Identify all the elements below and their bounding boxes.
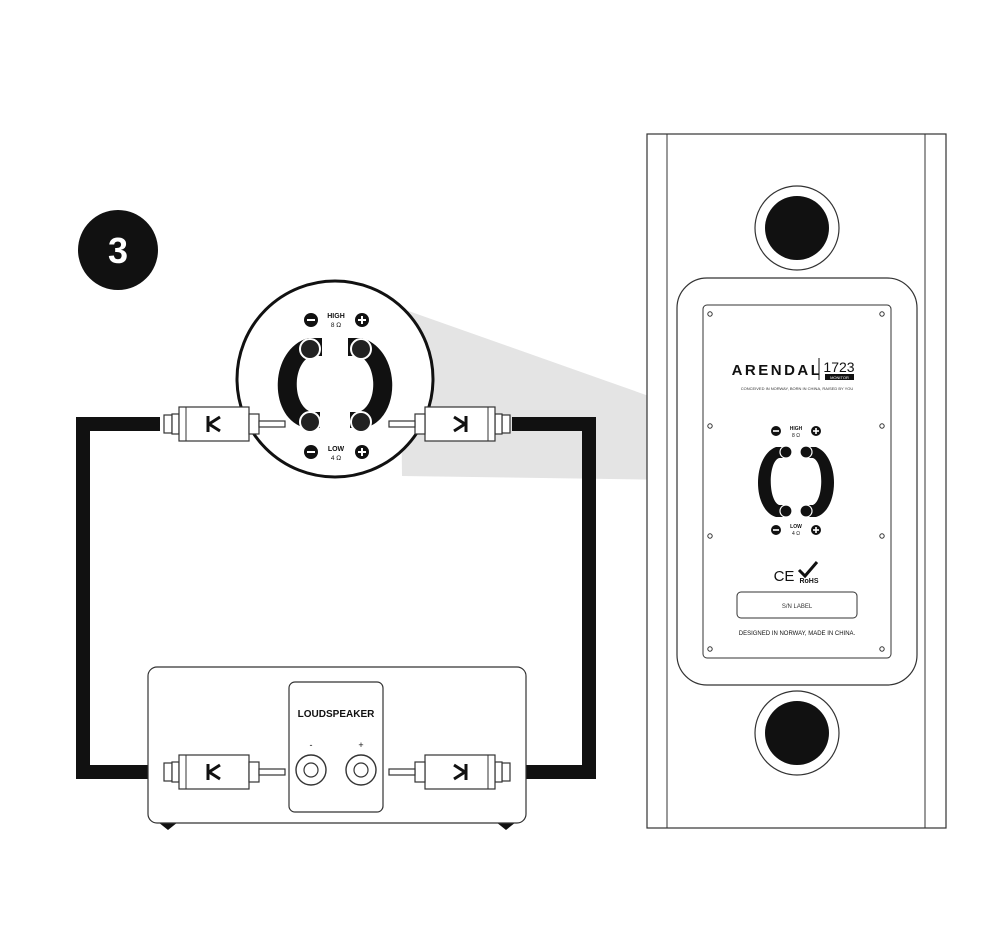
step-badge: 3 — [78, 210, 158, 290]
high-ohm: 8 Ω — [331, 322, 341, 329]
low-ohm: 4 Ω — [331, 455, 341, 462]
speaker-rear: ARENDAL 1723 MONITOR CONCEIVED IN NORWAY… — [646, 133, 947, 829]
svg-text:HIGH: HIGH — [790, 426, 803, 432]
svg-text:-: - — [310, 740, 313, 750]
step-number: 3 — [108, 230, 128, 271]
speaker-cables — [76, 417, 596, 779]
svg-text:S/N LABEL: S/N LABEL — [782, 604, 813, 610]
tagline: CONCEIVED IN NORWAY, BORN IN CHINA, RAIS… — [741, 386, 854, 391]
svg-text:+: + — [358, 740, 363, 750]
made-in-text: DESIGNED IN NORWAY, MADE IN CHINA. — [739, 631, 856, 637]
model-subtitle: MONITOR — [830, 375, 849, 380]
high-label: HIGH — [327, 313, 345, 320]
terminal-zoom-view: HIGH 8 Ω LOW 4 Ω — [235, 279, 435, 479]
ce-mark: CE — [774, 568, 795, 585]
rohs-mark: RoHS — [799, 578, 818, 585]
terminal-plate — [702, 304, 892, 659]
svg-text:LOW: LOW — [790, 524, 802, 530]
svg-text:8 Ω: 8 Ω — [792, 433, 800, 439]
amplifier: LOUDSPEAKER - + — [147, 666, 527, 830]
model-number: 1723 — [823, 359, 854, 375]
loudspeaker-output-panel — [288, 681, 384, 813]
brand-logo: ARENDAL — [732, 362, 823, 379]
low-label: LOW — [328, 446, 345, 453]
svg-text:4 Ω: 4 Ω — [792, 531, 800, 537]
terminal-block-small: HIGH 8 Ω LOW 4 Ω — [758, 426, 834, 537]
rohs-check-icon — [797, 561, 819, 579]
serial-number-label — [736, 591, 858, 619]
loudspeaker-panel-label: LOUDSPEAKER — [298, 709, 375, 720]
